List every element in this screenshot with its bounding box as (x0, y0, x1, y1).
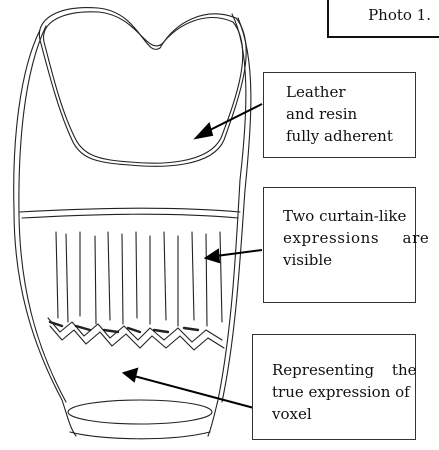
band-line (20, 208, 240, 212)
annotation-line: Leather (286, 81, 415, 103)
arrow-2 (216, 250, 262, 256)
annotation-line: expressions are (283, 227, 415, 249)
annotation-curtain: Two curtain-like expressions are visible (263, 187, 416, 303)
annotation-line: visible (283, 249, 415, 271)
annotation-line: Two curtain-like (283, 205, 415, 227)
annotation-voxel: Representing the true expression of voxe… (252, 334, 416, 440)
arrow-1 (206, 104, 262, 132)
base-ellipse (68, 400, 212, 424)
annotation-line: voxel (272, 403, 415, 425)
curtain-strips (56, 232, 222, 326)
annotation-line: Representing the (272, 359, 415, 381)
outer-outline (14, 30, 76, 436)
annotation-line: true expression of (272, 381, 415, 403)
annotation-leather-resin: Leather and resin fully adherent (263, 72, 416, 158)
arrow-3 (134, 376, 254, 408)
photo-label: Photo 1. (368, 6, 431, 24)
crown-outline (39, 8, 246, 167)
annotation-line: fully adherent (286, 125, 415, 147)
photo-label-box: Photo 1. (327, 0, 439, 38)
annotation-line: and resin (286, 103, 415, 125)
